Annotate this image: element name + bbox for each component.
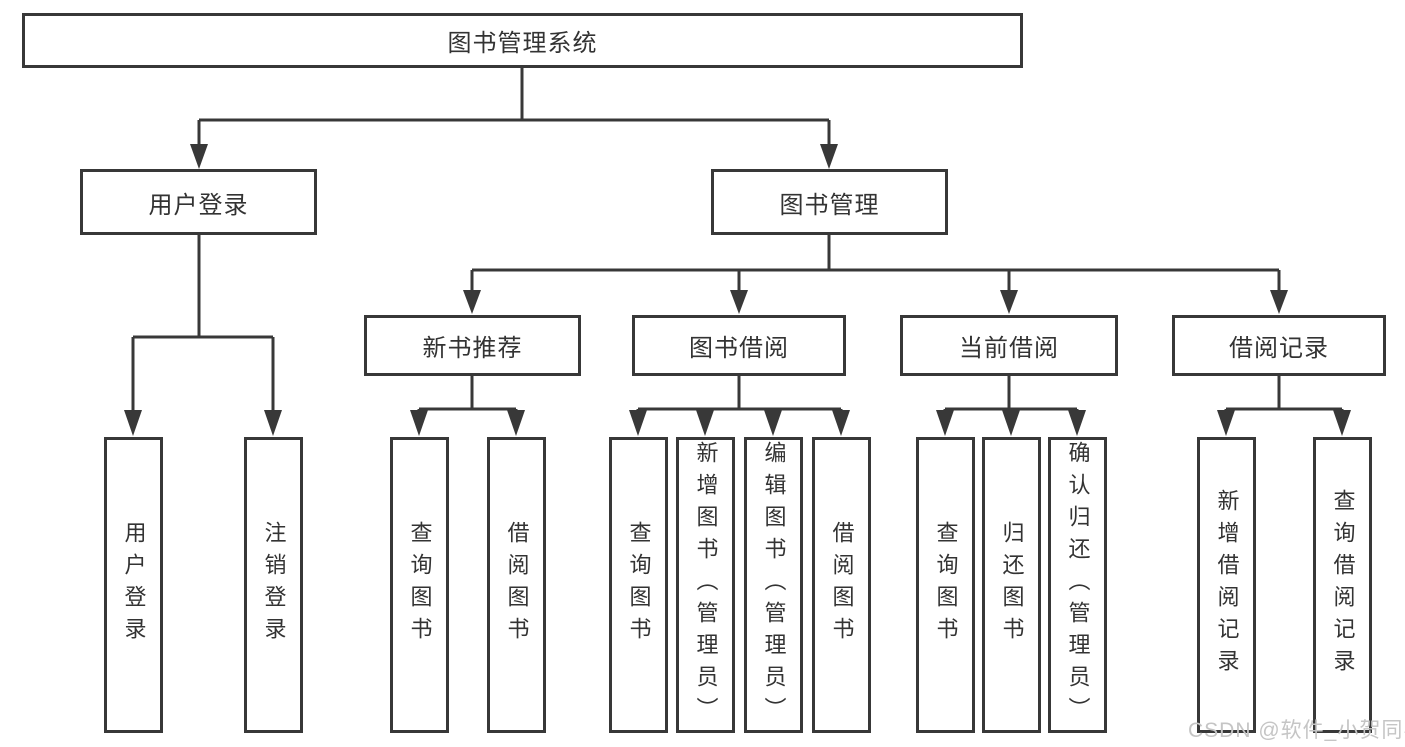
leaf-br-add-record-label: 新增借阅记录 — [1214, 489, 1240, 681]
leaf-cb-query-books-label: 查询图书 — [933, 521, 959, 649]
node-book-borrowing-label: 图书借阅 — [689, 335, 789, 362]
leaf-nbr-query-books: 查询图书 — [390, 437, 449, 733]
leaf-logout: 注销登录 — [244, 437, 303, 733]
node-borrowing-records: 借阅记录 — [1172, 315, 1386, 376]
leaf-bb-borrow-books-label: 借阅图书 — [829, 521, 855, 649]
node-new-book-recommend-label: 新书推荐 — [422, 335, 523, 362]
node-root: 图书管理系统 — [22, 13, 1023, 68]
leaf-bb-borrow-books: 借阅图书 — [812, 437, 871, 733]
node-current-borrowing: 当前借阅 — [900, 315, 1118, 376]
leaf-br-add-record: 新增借阅记录 — [1197, 437, 1256, 733]
node-book-management-label: 图书管理 — [779, 191, 880, 219]
leaf-cb-confirm-return-admin: 确认归还（管理员） — [1048, 437, 1107, 733]
leaf-cb-confirm-return-admin-label: 确认归还（管理员） — [1065, 441, 1091, 729]
leaf-bb-query-books: 查询图书 — [609, 437, 668, 733]
leaf-nbr-borrow-books: 借阅图书 — [487, 437, 546, 733]
leaf-cb-return-books: 归还图书 — [982, 437, 1041, 733]
leaf-bb-add-book-admin-label: 新增图书（管理员） — [693, 441, 719, 729]
leaf-br-query-record: 查询借阅记录 — [1313, 437, 1372, 733]
leaf-logout-label: 注销登录 — [261, 521, 287, 649]
node-root-label: 图书管理系统 — [447, 30, 598, 57]
leaf-bb-edit-book-admin: 编辑图书（管理员） — [744, 437, 803, 733]
leaf-bb-query-books-label: 查询图书 — [626, 521, 652, 649]
node-current-borrowing-label: 当前借阅 — [959, 335, 1059, 362]
leaf-cb-return-books-label: 归还图书 — [999, 521, 1025, 649]
leaf-user-login-action-label: 用户登录 — [121, 521, 147, 649]
leaf-nbr-borrow-books-label: 借阅图书 — [504, 521, 530, 649]
watermark: CSDN @软件_小贺同学 — [1188, 719, 1405, 742]
leaf-cb-query-books: 查询图书 — [916, 437, 975, 733]
node-user-login-label: 用户登录 — [148, 191, 249, 219]
leaf-nbr-query-books-label: 查询图书 — [407, 521, 433, 649]
node-book-management: 图书管理 — [711, 169, 948, 235]
node-borrowing-records-label: 借阅记录 — [1229, 335, 1329, 362]
leaf-bb-edit-book-admin-label: 编辑图书（管理员） — [761, 441, 787, 729]
node-new-book-recommend: 新书推荐 — [364, 315, 581, 376]
leaf-user-login-action: 用户登录 — [104, 437, 163, 733]
leaf-br-query-record-label: 查询借阅记录 — [1330, 489, 1356, 681]
node-book-borrowing: 图书借阅 — [632, 315, 846, 376]
node-user-login: 用户登录 — [80, 169, 317, 235]
leaf-bb-add-book-admin: 新增图书（管理员） — [676, 437, 735, 733]
